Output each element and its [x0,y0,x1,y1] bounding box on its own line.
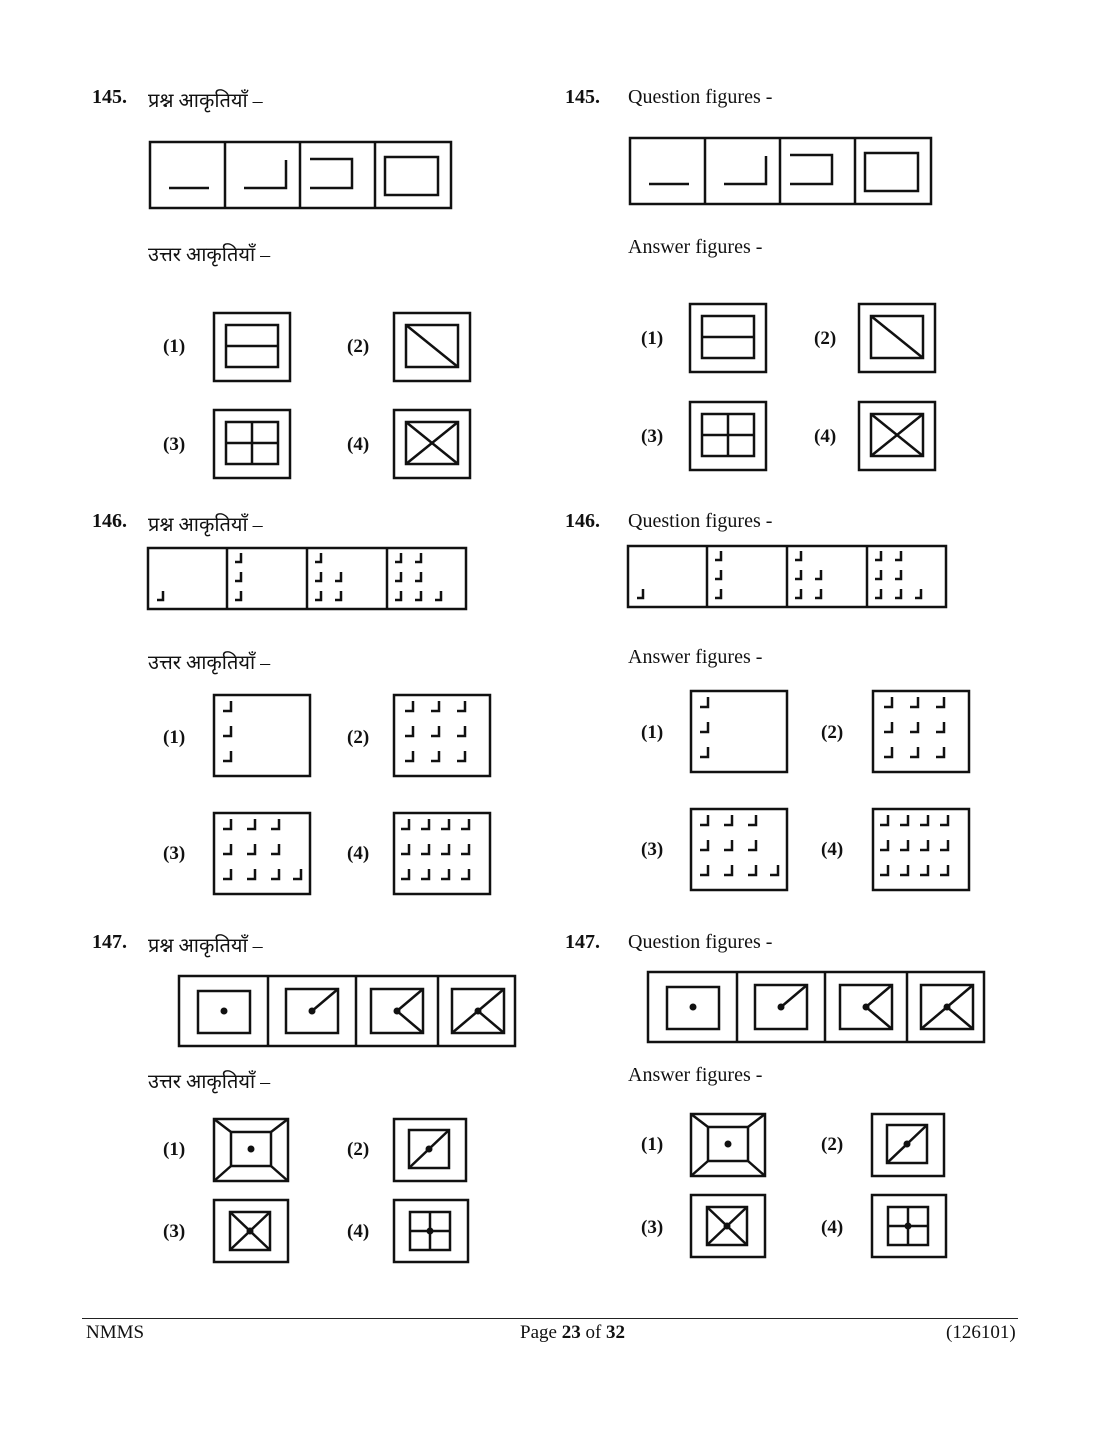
question-number: 145. [565,86,600,108]
q146-answer-1[interactable] [212,693,313,780]
q147-answer-3[interactable] [689,1193,768,1260]
answer-label-english: Answer figures - [628,646,763,668]
question-label-english: Question figures - [628,931,773,953]
q145-answer-3[interactable] [212,408,293,481]
option-1-label: (1) [163,336,186,357]
q147-answer-4[interactable] [870,1193,949,1260]
option-3-label: (3) [163,434,186,455]
q145-answer-2[interactable] [857,302,938,375]
question-number: 145. [92,86,127,108]
answer-label-english: Answer figures - [628,236,763,258]
q147-question-figures-english [646,970,986,1044]
q145-answer-1[interactable] [688,302,769,375]
answer-label-english: Answer figures - [628,1064,763,1086]
q147-answer-4[interactable] [392,1198,471,1265]
q147-answer-2[interactable] [392,1117,469,1184]
answer-label-hindi: उत्तर आकृतियाँ – [148,1071,271,1093]
option-4-label: (4) [347,434,370,455]
q147-answer-3[interactable] [212,1198,291,1265]
q146-answer-4[interactable] [392,811,493,898]
option-3-label: (3) [163,843,186,864]
footer-exam-name: NMMS [86,1322,145,1343]
q146-answer-2[interactable] [871,689,972,776]
page-current: 23 [561,1322,581,1343]
option-3-label: (3) [163,1221,186,1242]
question-label-hindi: प्रश्न आकृतियाँ – [148,935,263,957]
q146-answer-4[interactable] [871,807,972,894]
footer-paper-code: (126101) [946,1322,1016,1343]
question-number: 146. [565,510,600,532]
option-3-label: (3) [641,839,664,860]
option-1-label: (1) [163,727,186,748]
question-label-english: Question figures - [628,86,773,108]
option-1-label: (1) [163,1139,186,1160]
page-total: 32 [606,1322,626,1343]
page-prefix: Page [520,1322,562,1343]
question-label-hindi: प्रश्न आकृतियाँ – [148,514,263,536]
q145-question-figures-english [628,136,933,206]
question-number: 146. [92,510,127,532]
q147-answer-2[interactable] [870,1112,947,1179]
q145-answer-3[interactable] [688,400,769,473]
option-4-label: (4) [821,1217,844,1238]
q146-question-figures-hindi [146,546,468,611]
q145-answer-2[interactable] [392,311,473,384]
option-1-label: (1) [641,722,664,743]
q145-answer-4[interactable] [392,408,473,481]
question-number: 147. [92,931,127,953]
question-label-hindi: प्रश्न आकृतियाँ – [148,90,263,112]
q147-question-figures-hindi [177,974,517,1048]
option-4-label: (4) [821,839,844,860]
q145-question-figures-hindi [148,140,453,210]
page-of: of [580,1322,607,1343]
option-3-label: (3) [641,426,664,447]
option-1-label: (1) [641,328,664,349]
option-2-label: (2) [821,1134,844,1155]
q146-answer-2[interactable] [392,693,493,780]
footer-divider [82,1318,1018,1319]
answer-label-hindi: उत्तर आकृतियाँ – [148,652,271,674]
q147-answer-1[interactable] [212,1117,291,1184]
q145-answer-1[interactable] [212,311,293,384]
option-3-label: (3) [641,1217,664,1238]
q146-answer-1[interactable] [689,689,790,776]
option-1-label: (1) [641,1134,664,1155]
question-number: 147. [565,931,600,953]
option-4-label: (4) [347,1221,370,1242]
q147-answer-1[interactable] [689,1112,768,1179]
footer-page-number: Page 23 of 32 [520,1322,625,1344]
answer-label-hindi: उत्तर आकृतियाँ – [148,244,271,266]
option-2-label: (2) [821,722,844,743]
q146-question-figures-english [626,544,948,609]
option-2-label: (2) [347,727,370,748]
option-2-label: (2) [347,336,370,357]
q146-answer-3[interactable] [212,811,313,898]
option-4-label: (4) [814,426,837,447]
option-2-label: (2) [347,1139,370,1160]
question-label-english: Question figures - [628,510,773,532]
q145-answer-4[interactable] [857,400,938,473]
option-4-label: (4) [347,843,370,864]
q146-answer-3[interactable] [689,807,790,894]
option-2-label: (2) [814,328,837,349]
